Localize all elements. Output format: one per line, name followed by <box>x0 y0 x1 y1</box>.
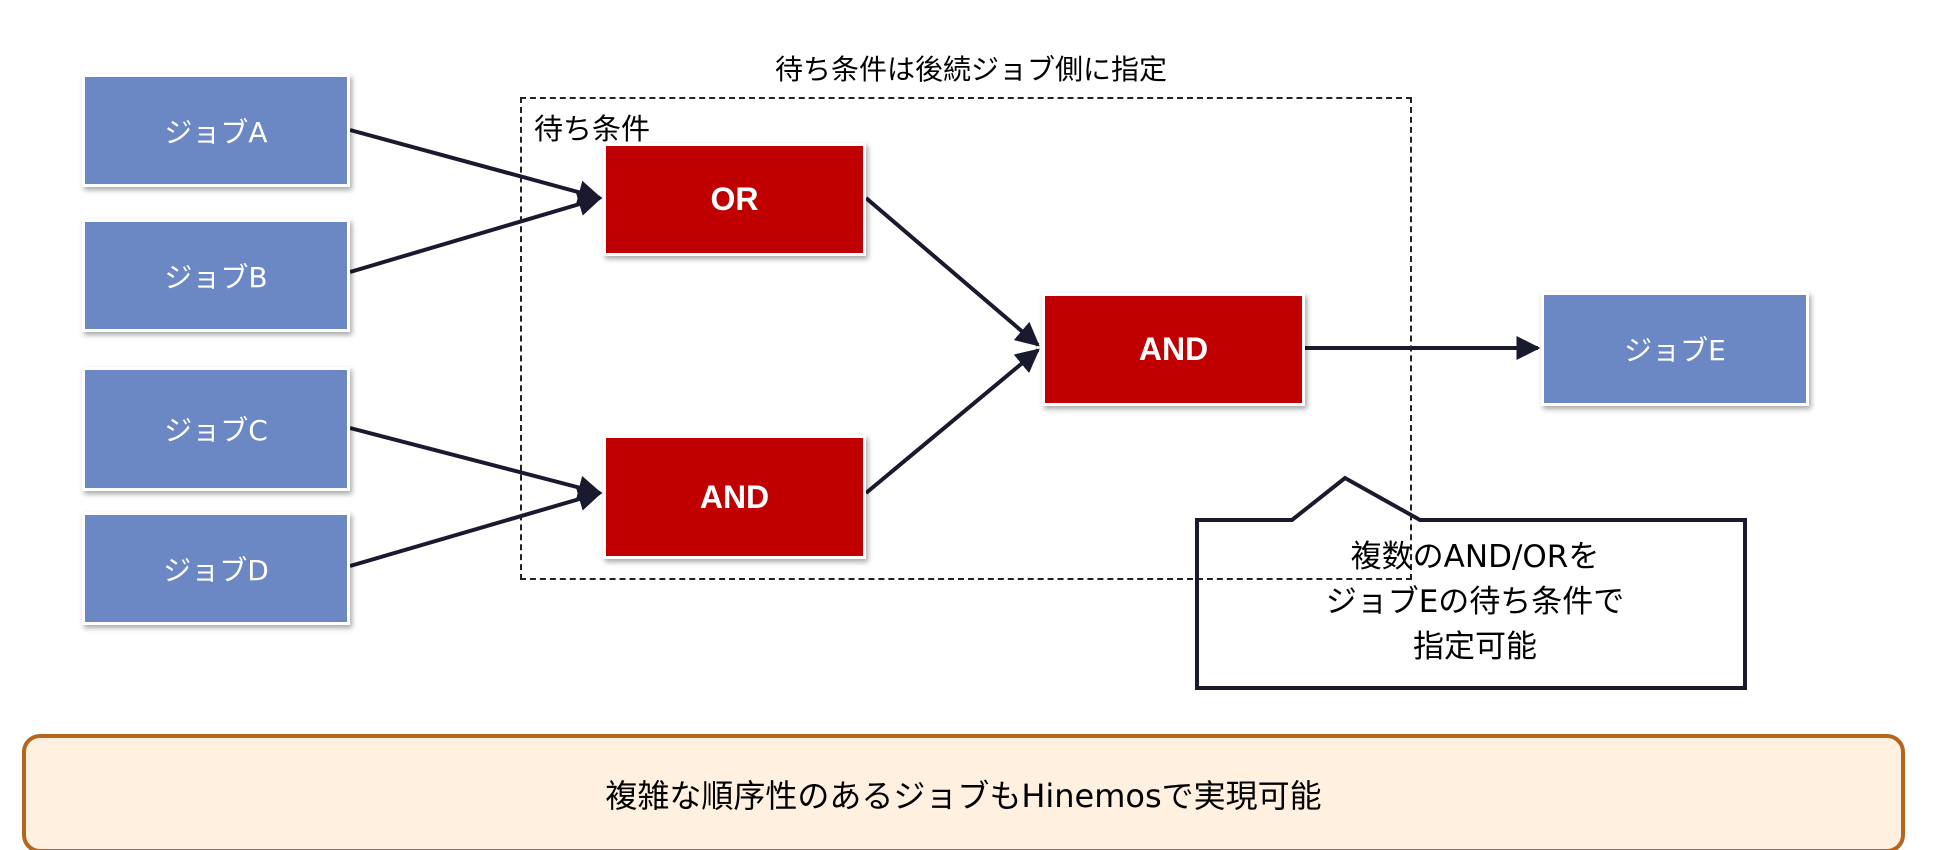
summary-text: 複雑な順序性のあるジョブもHinemosで実現可能 <box>605 776 1322 815</box>
frame-label: 待ち条件 <box>534 112 651 146</box>
callout-line-3: 指定可能 <box>1413 629 1537 665</box>
callout-line-2: ジョブEの待ち条件で <box>1325 584 1625 620</box>
summary-banner: 複雑な順序性のあるジョブもHinemosで実現可能 <box>22 734 1905 850</box>
job-c-node: ジョブC <box>82 367 350 491</box>
edge-d-to-and <box>349 487 603 568</box>
job-a-node: ジョブA <box>82 74 350 187</box>
top-note: 待ち条件は後続ジョブ側に指定 <box>775 53 1168 86</box>
edge-or-to-final <box>864 196 1040 347</box>
edge-c-to-and <box>349 426 603 500</box>
edge-and-to-final <box>864 348 1040 495</box>
final-and-gate-node: AND <box>1042 293 1305 406</box>
callout-text: 複数のAND/ORを ジョブEの待ち条件で 指定可能 <box>1200 535 1750 670</box>
callout-bubble <box>1195 475 1747 690</box>
wait-condition-frame <box>520 97 1412 580</box>
job-e-node: ジョブE <box>1541 292 1809 406</box>
callout-line-1: 複数のAND/ORを <box>1350 539 1600 575</box>
job-d-node: ジョブD <box>82 512 350 625</box>
edge-b-to-or <box>349 192 603 274</box>
job-b-node: ジョブB <box>82 219 350 332</box>
edge-a-to-or <box>349 128 603 204</box>
and-gate-node: AND <box>603 435 866 559</box>
or-gate-node: OR <box>603 143 866 256</box>
